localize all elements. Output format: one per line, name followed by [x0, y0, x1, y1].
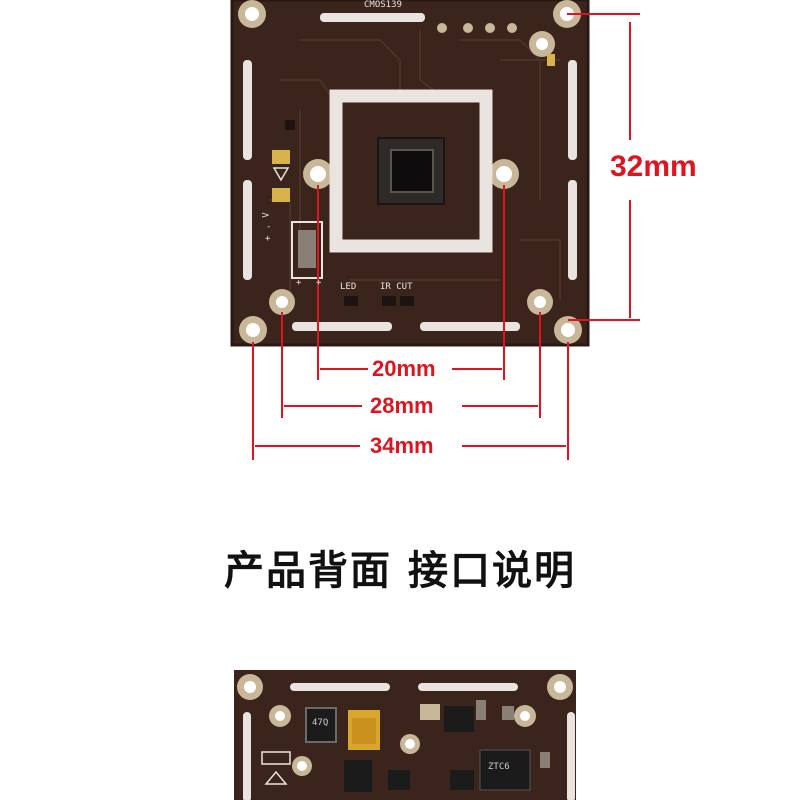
mount-pads	[238, 0, 582, 344]
front-board-figure: CMOS139 LED IR CUT + + V - + 32mm 20mm 2…	[230, 0, 697, 460]
left-components	[272, 120, 323, 279]
board-marking: CMOS139	[364, 0, 402, 10]
dimension-width-label: 34mm	[366, 434, 438, 458]
back-board-svg	[234, 670, 576, 800]
back-mount-pads	[237, 674, 573, 776]
silk-ic-code: ZTC6	[488, 762, 510, 772]
silk-plus-b: +	[316, 278, 322, 288]
silk-side-v: V	[261, 212, 272, 218]
board-slots	[243, 13, 577, 331]
back-components	[261, 700, 550, 792]
silk-side-minus: -	[266, 222, 272, 232]
silk-resistor-code: 47Q	[312, 718, 329, 728]
bottom-connector-pads	[344, 296, 414, 306]
silk-led: LED	[340, 282, 357, 292]
image-sensor-die	[390, 149, 434, 193]
silk-plus-a: +	[296, 278, 302, 288]
silk-ir-cut: IR CUT	[380, 282, 413, 292]
silk-side-plus: +	[265, 234, 271, 244]
front-board-svg	[230, 0, 640, 460]
back-board-figure: 47Q ZTC6	[0, 660, 800, 800]
dimension-lines	[252, 13, 640, 460]
dimension-lens-spacing-label: 20mm	[368, 357, 440, 381]
lens-mount-holes	[303, 159, 519, 189]
dimension-mount-spacing-label: 28mm	[366, 394, 438, 418]
dimension-height-label: 32mm	[610, 150, 697, 183]
sensor-frame	[329, 89, 493, 253]
section-heading: 产品背面 接口说明	[224, 548, 576, 594]
header-pins	[437, 23, 555, 66]
